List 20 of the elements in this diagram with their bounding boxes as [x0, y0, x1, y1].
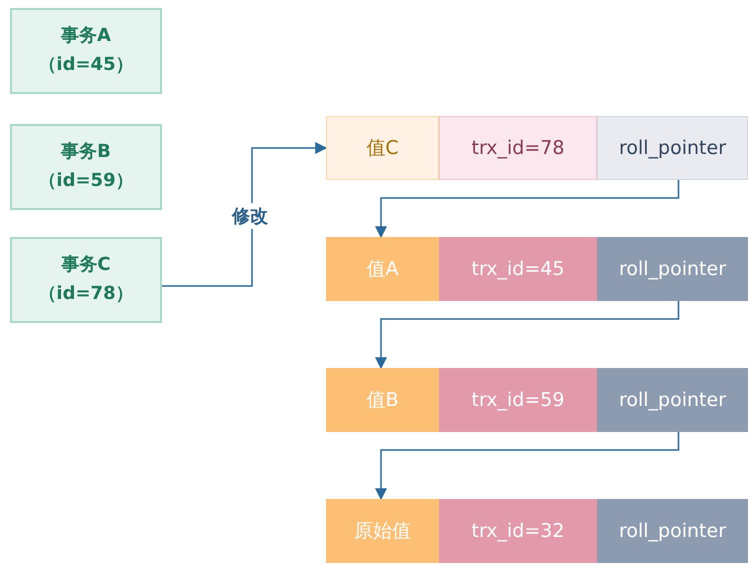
value-cell: 原始值 — [326, 499, 439, 563]
arrow — [375, 432, 680, 500]
trx-id-cell: trx_id=45 — [439, 237, 597, 301]
arrow — [375, 180, 680, 238]
transaction-box: 事务A （id=45） — [10, 8, 162, 94]
edge-label: 修改 — [230, 203, 270, 229]
transaction-box: 事务B （id=59） — [10, 124, 162, 210]
arrow — [375, 301, 680, 370]
roll-pointer-cell: roll_pointer — [597, 237, 748, 301]
roll-pointer-cell: roll_pointer — [597, 116, 748, 180]
transaction-box: 事务C （id=78） — [10, 237, 162, 323]
roll-pointer-cell: roll_pointer — [597, 499, 748, 563]
value-cell: 值A — [326, 237, 439, 301]
trx-id-cell: trx_id=59 — [439, 368, 597, 432]
value-cell: 值B — [326, 368, 439, 432]
trx-id-cell: trx_id=32 — [439, 499, 597, 563]
arrow — [162, 142, 328, 287]
roll-pointer-cell: roll_pointer — [597, 368, 748, 432]
trx-id-cell: trx_id=78 — [439, 116, 597, 180]
value-cell: 值C — [326, 116, 439, 180]
